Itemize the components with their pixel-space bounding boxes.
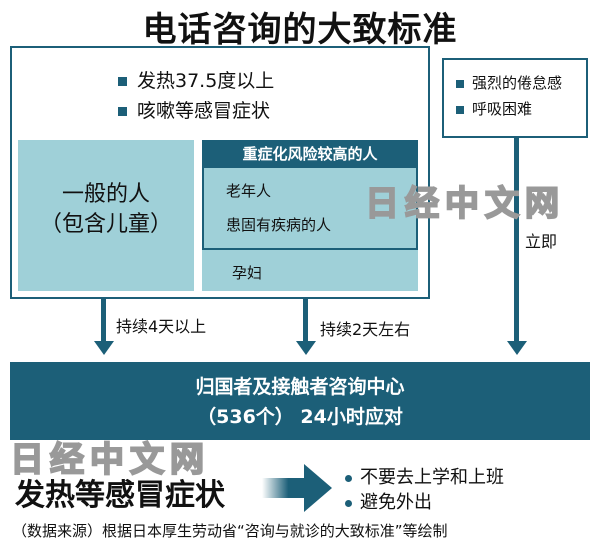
advice-text: 不要去上学和上班 — [360, 467, 504, 488]
source-note: （数据来源）根据日本厚生劳动省“咨询与就诊的大致标准”等绘制 — [12, 522, 448, 540]
high-risk-box: 重症化风险较高的人 老年人 患固有疾病的人 孕妇 — [202, 140, 418, 291]
symptom-item: 发热37.5度以上 — [118, 66, 274, 93]
severe-symptoms-box: 强烈的倦怠感 呼吸困难 — [442, 58, 588, 138]
pregnant-label: 孕妇 — [232, 264, 263, 282]
square-bullet-icon — [118, 77, 127, 86]
severe-item: 呼吸困难 — [456, 96, 586, 122]
advice-text: 避免外出 — [360, 492, 432, 513]
arrow-down-icon — [296, 341, 316, 355]
high-risk-header: 重症化风险较高的人 — [202, 140, 418, 168]
risk-item: 患固有疾病的人 — [226, 216, 332, 234]
severe-text: 呼吸困难 — [472, 100, 533, 118]
bullet-icon — [345, 499, 352, 507]
arrow-down-icon — [94, 341, 114, 355]
severe-item: 强烈的倦怠感 — [456, 70, 586, 96]
common-symptoms-box — [10, 46, 430, 299]
general-label: 一般的人 — [61, 182, 150, 207]
arrow-line — [514, 138, 519, 343]
arrow-line — [101, 299, 106, 343]
general-sublabel: （包含儿童） — [39, 212, 172, 237]
symptom-text: 咳嗽等感冒症状 — [137, 100, 271, 122]
symptom-text: 发热37.5度以上 — [137, 70, 275, 92]
watermark: 日经中文网 — [364, 183, 565, 225]
arrow-label-severe: 立即 — [525, 232, 558, 251]
symptom-item: 咳嗽等感冒症状 — [118, 96, 270, 123]
consultation-center-band: 归国者及接触者咨询中心 （536个） 24小时应对 — [10, 362, 590, 440]
arrow-right-icon — [262, 464, 332, 512]
advice-item: 不要去上学和上班 — [345, 463, 504, 489]
center-detail: （536个） 24小时应对 — [197, 406, 403, 428]
advice-item: 避免外出 — [345, 488, 432, 514]
center-name: 归国者及接触者咨询中心 — [195, 376, 405, 398]
watermark: 日经中文网 — [9, 439, 210, 481]
arrow-label-high-risk: 持续2天左右 — [320, 320, 411, 339]
square-bullet-icon — [118, 107, 127, 116]
square-bullet-icon — [456, 105, 464, 114]
arrow-down-icon — [507, 341, 527, 355]
general-group-box: 一般的人 （包含儿童） — [18, 140, 194, 291]
severe-text: 强烈的倦怠感 — [472, 74, 563, 92]
advice-condition: 发热等感冒症状 — [15, 478, 225, 513]
risk-item: 老年人 — [226, 182, 272, 200]
arrow-label-general: 持续4天以上 — [116, 317, 207, 336]
arrow-line — [303, 299, 308, 343]
square-bullet-icon — [456, 79, 464, 88]
page-title: 电话咨询的大致标准 — [142, 10, 458, 50]
bullet-icon — [345, 474, 352, 482]
high-risk-inner: 老年人 患固有疾病的人 — [202, 168, 418, 250]
